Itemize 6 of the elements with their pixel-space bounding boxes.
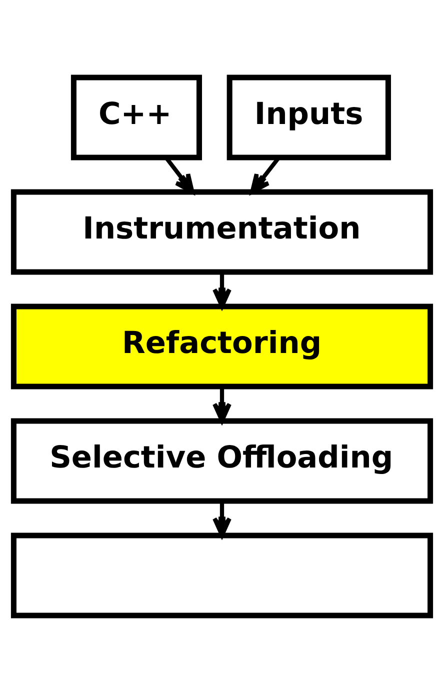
node-box: Inputs: [226, 74, 391, 160]
node-box: Selective Offloading: [10, 418, 434, 504]
node-box: [10, 532, 434, 618]
node-box: C++: [70, 74, 202, 160]
node-box: Refactoring: [10, 303, 434, 389]
node-box: Instrumentation: [10, 188, 434, 274]
